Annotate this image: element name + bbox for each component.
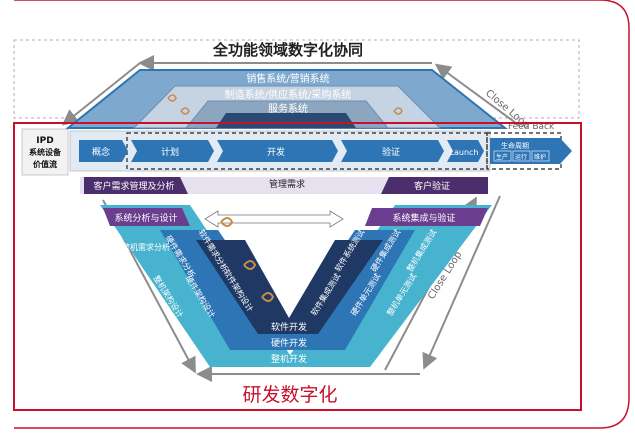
sys-integration-box (365, 208, 488, 226)
lifecycle-box-3 (531, 150, 550, 162)
stage-concept-label: 概念 (92, 146, 110, 158)
v-loop-icon-1 (220, 217, 234, 227)
req-center-label: 管理需求 (269, 178, 305, 190)
left-row1-machine: 整机需求分析 (122, 242, 170, 252)
stage-verify (341, 140, 444, 162)
double-arrow-icon (204, 210, 344, 228)
feed-back-label: Feed Back (508, 122, 555, 132)
lifecycle-sub1: 生产 (496, 153, 508, 161)
req-left-box (84, 177, 188, 194)
rd-frame (13, 122, 582, 411)
left-row1-machine-t: 整机需求分析 (122, 242, 170, 252)
lifecycle-box-2 (512, 150, 531, 162)
pyramid-layer-4 (216, 113, 356, 128)
pyramid-layer1-label: 销售系统/营销系统 (246, 72, 329, 85)
sys-design-label: 系统分析与设计 (114, 212, 177, 224)
top-left-diag-arrow (61, 62, 141, 126)
lifecycle-arrow (490, 138, 572, 164)
ipd-label-line2: 系统设备 (29, 147, 62, 157)
stage-develop (217, 140, 338, 162)
pyramid-loop-icon-1 (167, 94, 177, 102)
sys-design-box (103, 208, 190, 226)
stage-launch (447, 140, 484, 162)
stage-launch-label: Launch (450, 148, 479, 157)
ipd-label-line1: IPD (36, 136, 53, 146)
bottom-software-label: 软件开发 (271, 321, 307, 333)
req-right-box (381, 177, 488, 194)
stage-plan (131, 140, 214, 162)
sys-integration-label: 系统集成与验证 (392, 212, 455, 224)
stage-concept (79, 140, 128, 162)
v-loop-icon-2 (243, 260, 257, 270)
stage-verify-label: 验证 (382, 146, 400, 158)
ipd-label-box (21, 128, 69, 176)
stage-plan-label: 计划 (161, 146, 179, 158)
pyramid-loop-icon-2 (180, 107, 190, 115)
stage-develop-label: 开发 (267, 146, 285, 158)
v-layer-software (196, 240, 383, 334)
lifecycle-sub2: 运行 (515, 153, 527, 161)
v-loop-icon-3 (261, 292, 275, 302)
lifecycle-box-1 (493, 150, 512, 162)
header-title: 全功能领域数字化协同 (212, 41, 363, 59)
bottom-hardware-label: 硬件开发 (271, 337, 307, 349)
top-right-diag-arrow (434, 63, 521, 127)
lifecycle-title: 生命周期 (501, 141, 529, 150)
pyramid-layer3-label: 服务系统 (268, 102, 308, 115)
right-long-arrow (422, 195, 501, 370)
req-left-label: 客户需求管理及分析 (93, 180, 174, 192)
pyramid-layer2-label: 制造系统/供应系统/采购系统 (225, 88, 352, 101)
lifecycle-sub3: 维护 (534, 153, 546, 161)
ipd-label-line3: 价值流 (33, 159, 57, 169)
outer-frame (14, 0, 630, 429)
req-right-label: 客户验证 (414, 180, 450, 192)
bottom-machine-label: 整机开发 (271, 353, 307, 365)
pyramid-loop-icon-3 (393, 107, 403, 115)
footer-title: 研发数字化 (242, 384, 337, 406)
